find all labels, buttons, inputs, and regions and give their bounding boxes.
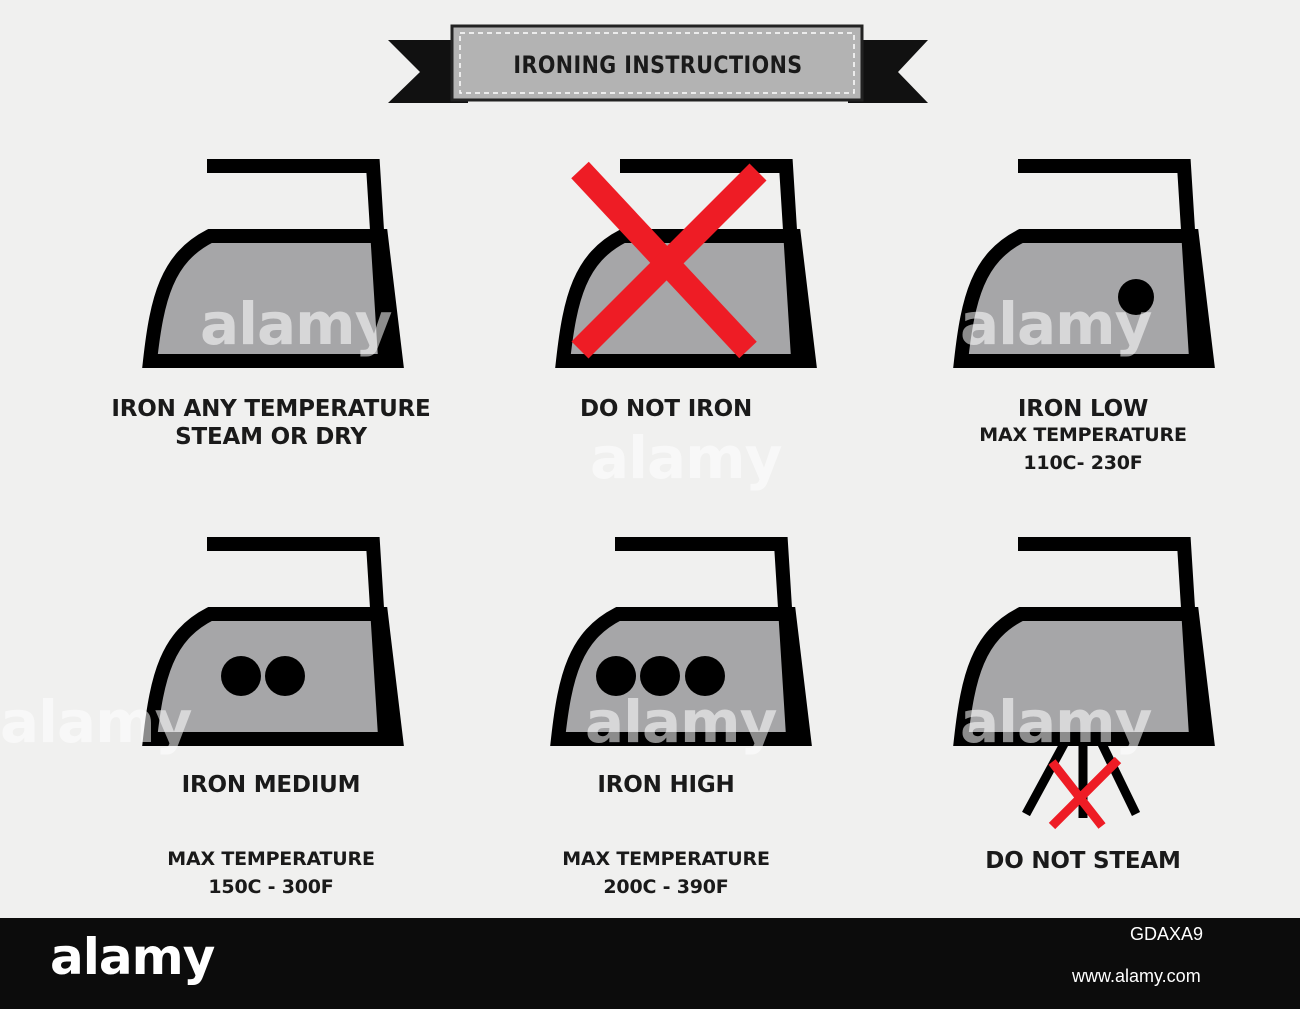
footer-url: www.alamy.com [1072,966,1201,986]
chart-artwork [142,24,1215,830]
iron-body [142,229,404,368]
label-low-line-3: 110C- 230F [1023,452,1143,474]
steam-cross-stroke-a [1048,759,1106,829]
label-high-line-2: MAX TEMPERATURE [562,848,770,870]
label-high-line-1: IRON HIGH [597,772,735,798]
cross-mark-stroke-b [571,163,767,359]
temperature-dot-1 [221,656,261,696]
label-medium-line-3: 150C - 300F [208,876,334,898]
watermark-3: alamy [960,290,1152,358]
ironing-instructions-chart: IRONING INSTRUCTIONS IRON ANY TEMPERATUR… [0,24,1215,898]
label-any-line-2: STEAM OR DRY [175,424,367,450]
iron-symbol-do-not-iron [555,159,817,368]
temperature-dot-3 [685,656,725,696]
iron-symbol-do-not-steam [953,537,1215,830]
banner-ribbon [388,24,928,103]
label-any-line-1: IRON ANY TEMPERATURE [111,396,431,422]
label-medium-line-2: MAX TEMPERATURE [167,848,375,870]
ribbon-band [450,24,864,102]
label-low-line-2: MAX TEMPERATURE [979,424,1187,446]
iron-body [953,229,1215,368]
temperature-dot-1 [596,656,636,696]
banner-title: IRONING INSTRUCTIONS [513,51,803,79]
iron-symbol-high [550,537,812,746]
label-low-line-1: IRON LOW [1017,396,1149,422]
iron-body [953,607,1215,746]
iron-body [550,607,812,746]
steam-jet-right [1097,742,1141,816]
iron-symbol-any [142,159,404,368]
iron-handle [207,537,392,737]
watermark-1: alamy [200,290,392,358]
watermark-6: alamy [960,688,1152,756]
iron-handle [1018,159,1203,359]
watermark-5: alamy [585,688,777,756]
iron-symbol-low [953,159,1215,368]
ribbon-stitching [459,32,855,94]
iron-handle [615,537,800,737]
iron-handle [1018,537,1203,737]
steam-cross-stroke-b [1048,756,1122,830]
label-high-line-3: 200C - 390F [603,876,729,898]
steam-jet-left [1022,741,1068,817]
temperature-dot-2 [265,656,305,696]
footer-image-id: GDAXA9 [1130,924,1204,944]
iron-symbol-medium [142,537,404,746]
label-do-not-steam-line-1: DO NOT STEAM [985,848,1181,874]
label-do-not-iron-line-1: DO NOT IRON [579,396,753,422]
iron-handle [207,159,392,359]
footer-brand-logo: alamy [50,928,215,986]
iron-handle [620,159,805,359]
watermark-2: alamy [590,424,782,492]
temperature-dot-1 [1118,279,1154,315]
watermark-4: alamy [0,688,192,756]
ribbon-left-tail [388,40,468,103]
ribbon-right-tail [848,40,928,103]
temperature-dot-2 [640,656,680,696]
footer-bar [0,918,1300,1009]
label-medium-line-1: IRON MEDIUM [181,772,361,798]
